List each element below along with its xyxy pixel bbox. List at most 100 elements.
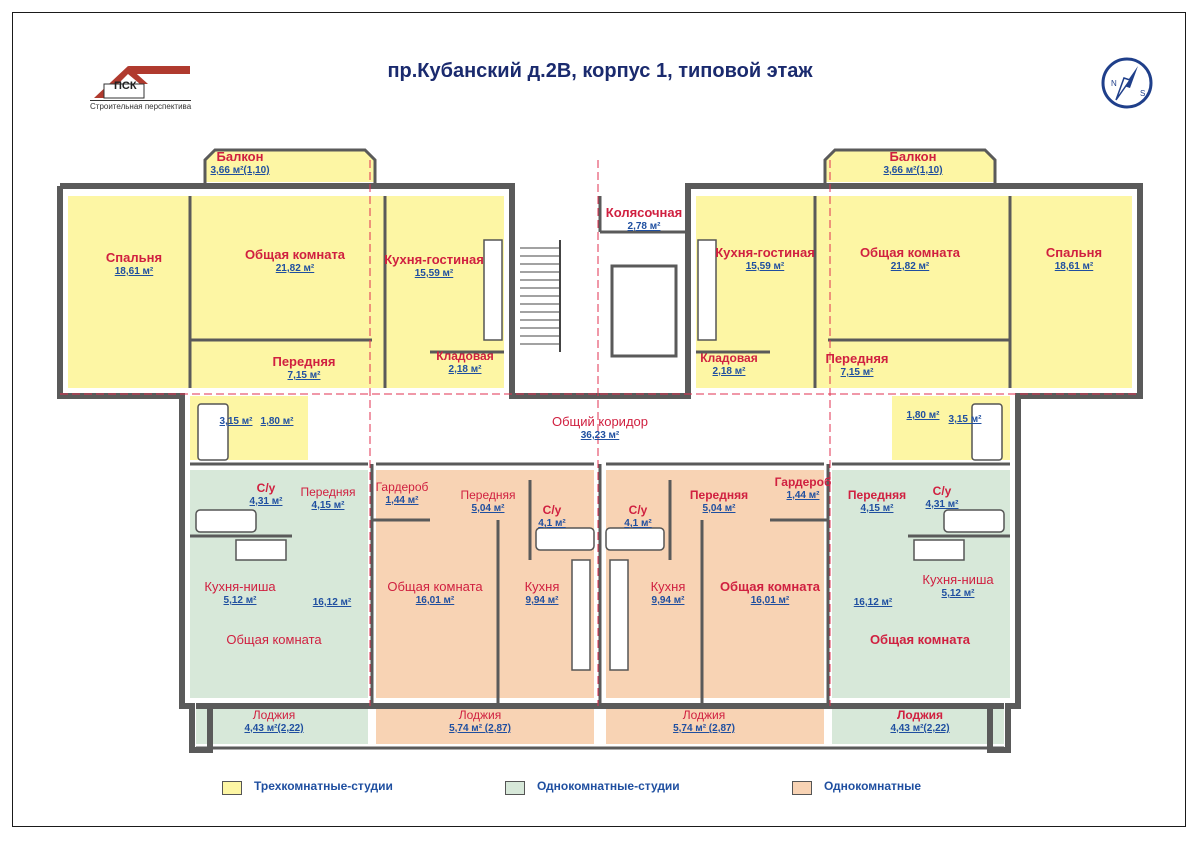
room-name: Кухня-гостиная xyxy=(715,245,815,260)
room-name: Общая комната xyxy=(226,632,322,647)
room-label: Балкон 3,66 м²(1,10) xyxy=(210,149,270,176)
room-area: 5,04 м² xyxy=(702,502,736,514)
room-name: Лоджия xyxy=(252,708,296,722)
room-label: Лоджия 5,74 м² (2,87) xyxy=(673,708,735,734)
balcony-walls xyxy=(203,148,997,184)
room-area: 5,74 м² (2,87) xyxy=(673,722,735,734)
room-area: 4,31 м² xyxy=(925,498,959,510)
legend-label: Однокомнатные-студии xyxy=(537,779,680,793)
room-area: 3,66 м²(1,10) xyxy=(210,164,270,176)
room-label: Общая комната 21,82 м² xyxy=(859,245,961,272)
room-area: 4,15 м² xyxy=(860,502,894,514)
room-label: Передняя 7,15 м² xyxy=(272,354,336,381)
room-name: Колясочная xyxy=(605,205,683,220)
room-area: 16,01 м² xyxy=(750,594,790,606)
room-area: 3,66 м²(1,10) xyxy=(883,164,943,176)
room-name: Общая комната xyxy=(244,247,346,262)
room-label: Колясочная 2,78 м² xyxy=(605,205,683,232)
room-label: Кухня-гостиная 15,59 м² xyxy=(715,245,815,272)
compass-icon: N S xyxy=(1101,57,1153,109)
room-name: Кухня xyxy=(650,579,686,594)
logo-caption: Строительная перспектива xyxy=(90,100,192,111)
room-name: С/у xyxy=(932,484,952,498)
loggia-fill-4 xyxy=(832,708,1004,744)
studio-fill-right xyxy=(832,470,1010,698)
room-label: Передняя 5,04 м² xyxy=(689,488,749,514)
room-name: Общая комната xyxy=(869,632,971,647)
room-label: Передняя 4,15 м² xyxy=(848,488,906,514)
room-name: Передняя xyxy=(300,485,356,499)
room-name: Кухня xyxy=(524,579,560,594)
room-area: 5,74 м² (2,87) xyxy=(449,722,511,734)
toilet-area: 1,80 м² xyxy=(906,410,940,421)
room-area: 5,04 м² xyxy=(471,502,505,514)
legend-label: Трехкомнатные-студии xyxy=(254,779,393,793)
room-name: Спальня xyxy=(105,250,163,265)
room-label: Общая комната 21,82 м² xyxy=(244,247,346,274)
room-label: Общий коридор 36,23 м² xyxy=(552,414,648,441)
room-area: 15,59 м² xyxy=(745,260,785,272)
room-name: Передняя xyxy=(825,351,889,366)
room-name: Балкон xyxy=(216,149,264,164)
room-label: Спальня 18,61 м² xyxy=(1046,245,1102,272)
room-label: Кладовая 2,18 м² xyxy=(700,351,758,377)
room-name: Гардероб xyxy=(774,475,832,489)
room-name: Лоджия xyxy=(458,708,502,722)
room-area: 7,15 м² xyxy=(840,366,874,378)
room-area: 9,94 м² xyxy=(651,594,685,606)
apartment-fill-center-left xyxy=(376,470,594,698)
room-label: Гардероб 1,44 м² xyxy=(774,475,832,501)
room-label: Общая комната xyxy=(869,632,971,648)
room-label: С/у 4,31 м² xyxy=(925,484,959,510)
room-name: Передняя xyxy=(460,488,516,502)
legend-swatch xyxy=(792,781,812,795)
room-name: Общая комната xyxy=(719,579,821,594)
room-name: С/у xyxy=(628,503,648,517)
room-area: 15,59 м² xyxy=(414,267,454,279)
living-area: 16,12 м² xyxy=(312,597,352,608)
room-area: 36,23 м² xyxy=(580,429,620,441)
room-name: Передняя xyxy=(272,354,336,369)
room-name: Общая комната xyxy=(859,245,961,260)
bathroom-area: 3,15 м² xyxy=(219,416,253,427)
room-area: 5,12 м² xyxy=(223,594,257,606)
room-name: Кладовая xyxy=(700,351,758,365)
room-label: Передняя 7,15 м² xyxy=(825,351,889,378)
room-name: Общая комната xyxy=(387,579,483,594)
room-name: Кухня-ниша xyxy=(204,579,276,594)
room-label: Общая комната 16,01 м² xyxy=(387,579,483,606)
room-label: Кухня 9,94 м² xyxy=(650,579,686,606)
room-label: Лоджия 4,43 м²(2,22) xyxy=(890,708,949,734)
room-label: Лоджия 4,43 м²(2,22) xyxy=(244,708,303,734)
room-name: Балкон xyxy=(889,149,937,164)
room-label: Передняя 4,15 м² xyxy=(300,485,356,511)
interior-walls xyxy=(188,196,1012,706)
room-area: 2,78 м² xyxy=(627,220,661,232)
room-label: Общая комната xyxy=(226,632,322,648)
room-area: 4,31 м² xyxy=(249,495,283,507)
room-label: Кухня 9,94 м² xyxy=(524,579,560,606)
logo-roof-icon xyxy=(94,66,190,99)
room-name: Общий коридор xyxy=(552,414,648,429)
room-area: 4,1 м² xyxy=(538,517,566,529)
bathroom-fixtures xyxy=(195,239,1005,671)
room-area: 18,61 м² xyxy=(114,265,154,277)
bathroom-area: 3,15 м² xyxy=(948,414,982,425)
living-area: 16,12 м² xyxy=(853,597,893,608)
legend-swatch xyxy=(505,781,525,795)
legend-swatch xyxy=(222,781,242,795)
room-name: Кухня-гостиная xyxy=(384,252,484,267)
axis-lines xyxy=(60,160,1140,706)
svg-text:N: N xyxy=(1111,79,1117,88)
page-title: пр.Кубанский д.2В, корпус 1, типовой эта… xyxy=(387,60,813,82)
loggia-fill-1 xyxy=(196,708,368,744)
room-label: Гардероб 1,44 м² xyxy=(376,480,429,506)
room-label: Общая комната 16,01 м² xyxy=(719,579,821,606)
room-label: Кладовая 2,18 м² xyxy=(436,349,493,375)
room-label: С/у 4,1 м² xyxy=(624,503,651,529)
room-area: 9,94 м² xyxy=(525,594,559,606)
room-name: Передняя xyxy=(689,488,749,502)
legend-label: Однокомнатные xyxy=(824,779,922,793)
studio-fill-left xyxy=(190,470,368,698)
